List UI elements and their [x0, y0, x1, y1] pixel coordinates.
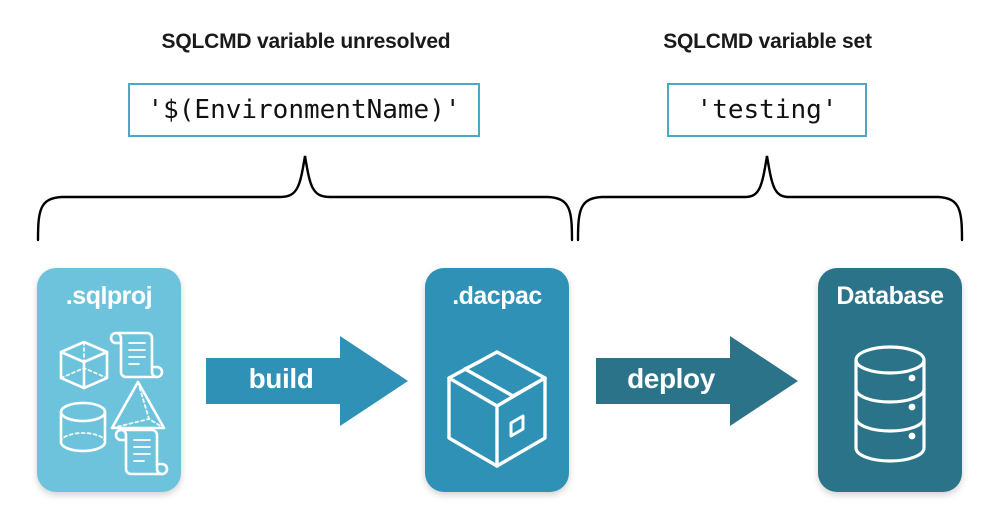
database-status-dots: [908, 374, 916, 440]
scroll-icon: [109, 331, 164, 379]
arrow-build: build: [206, 336, 408, 426]
arrow-build-shape: [206, 336, 408, 426]
stage-box-database: Database: [818, 268, 962, 492]
stage-box-sqlproj: .sqlproj: [37, 268, 181, 492]
stage-label-database: Database: [836, 282, 944, 310]
database-cylinder-icon: [854, 345, 926, 463]
scroll-icon: [114, 428, 169, 476]
dacpac-artwork: [447, 350, 547, 468]
brace-group: [36, 155, 964, 242]
brace-right-icon: [576, 155, 964, 242]
stage-box-dacpac: .dacpac: [425, 268, 569, 492]
heading-sqlcmd-variable-set: SQLCMD variable set: [663, 30, 872, 53]
sqlproj-artwork: [59, 331, 169, 476]
cube-icon: [59, 340, 109, 390]
code-box-environment-name: '$(EnvironmentName)': [128, 83, 480, 137]
cylinder-icon: [59, 401, 107, 453]
stage-label-sqlproj: .sqlproj: [65, 282, 153, 310]
brace-left-icon: [36, 155, 574, 242]
database-artwork: [854, 345, 926, 463]
package-box-icon: [447, 350, 547, 468]
pyramid-icon: [110, 380, 166, 430]
heading-sqlcmd-variable-unresolved: SQLCMD variable unresolved: [161, 30, 451, 53]
arrow-deploy: deploy: [596, 336, 798, 426]
code-box-testing: 'testing': [667, 83, 867, 137]
stage-label-dacpac: .dacpac: [452, 282, 542, 310]
arrow-deploy-shape: [596, 336, 798, 426]
